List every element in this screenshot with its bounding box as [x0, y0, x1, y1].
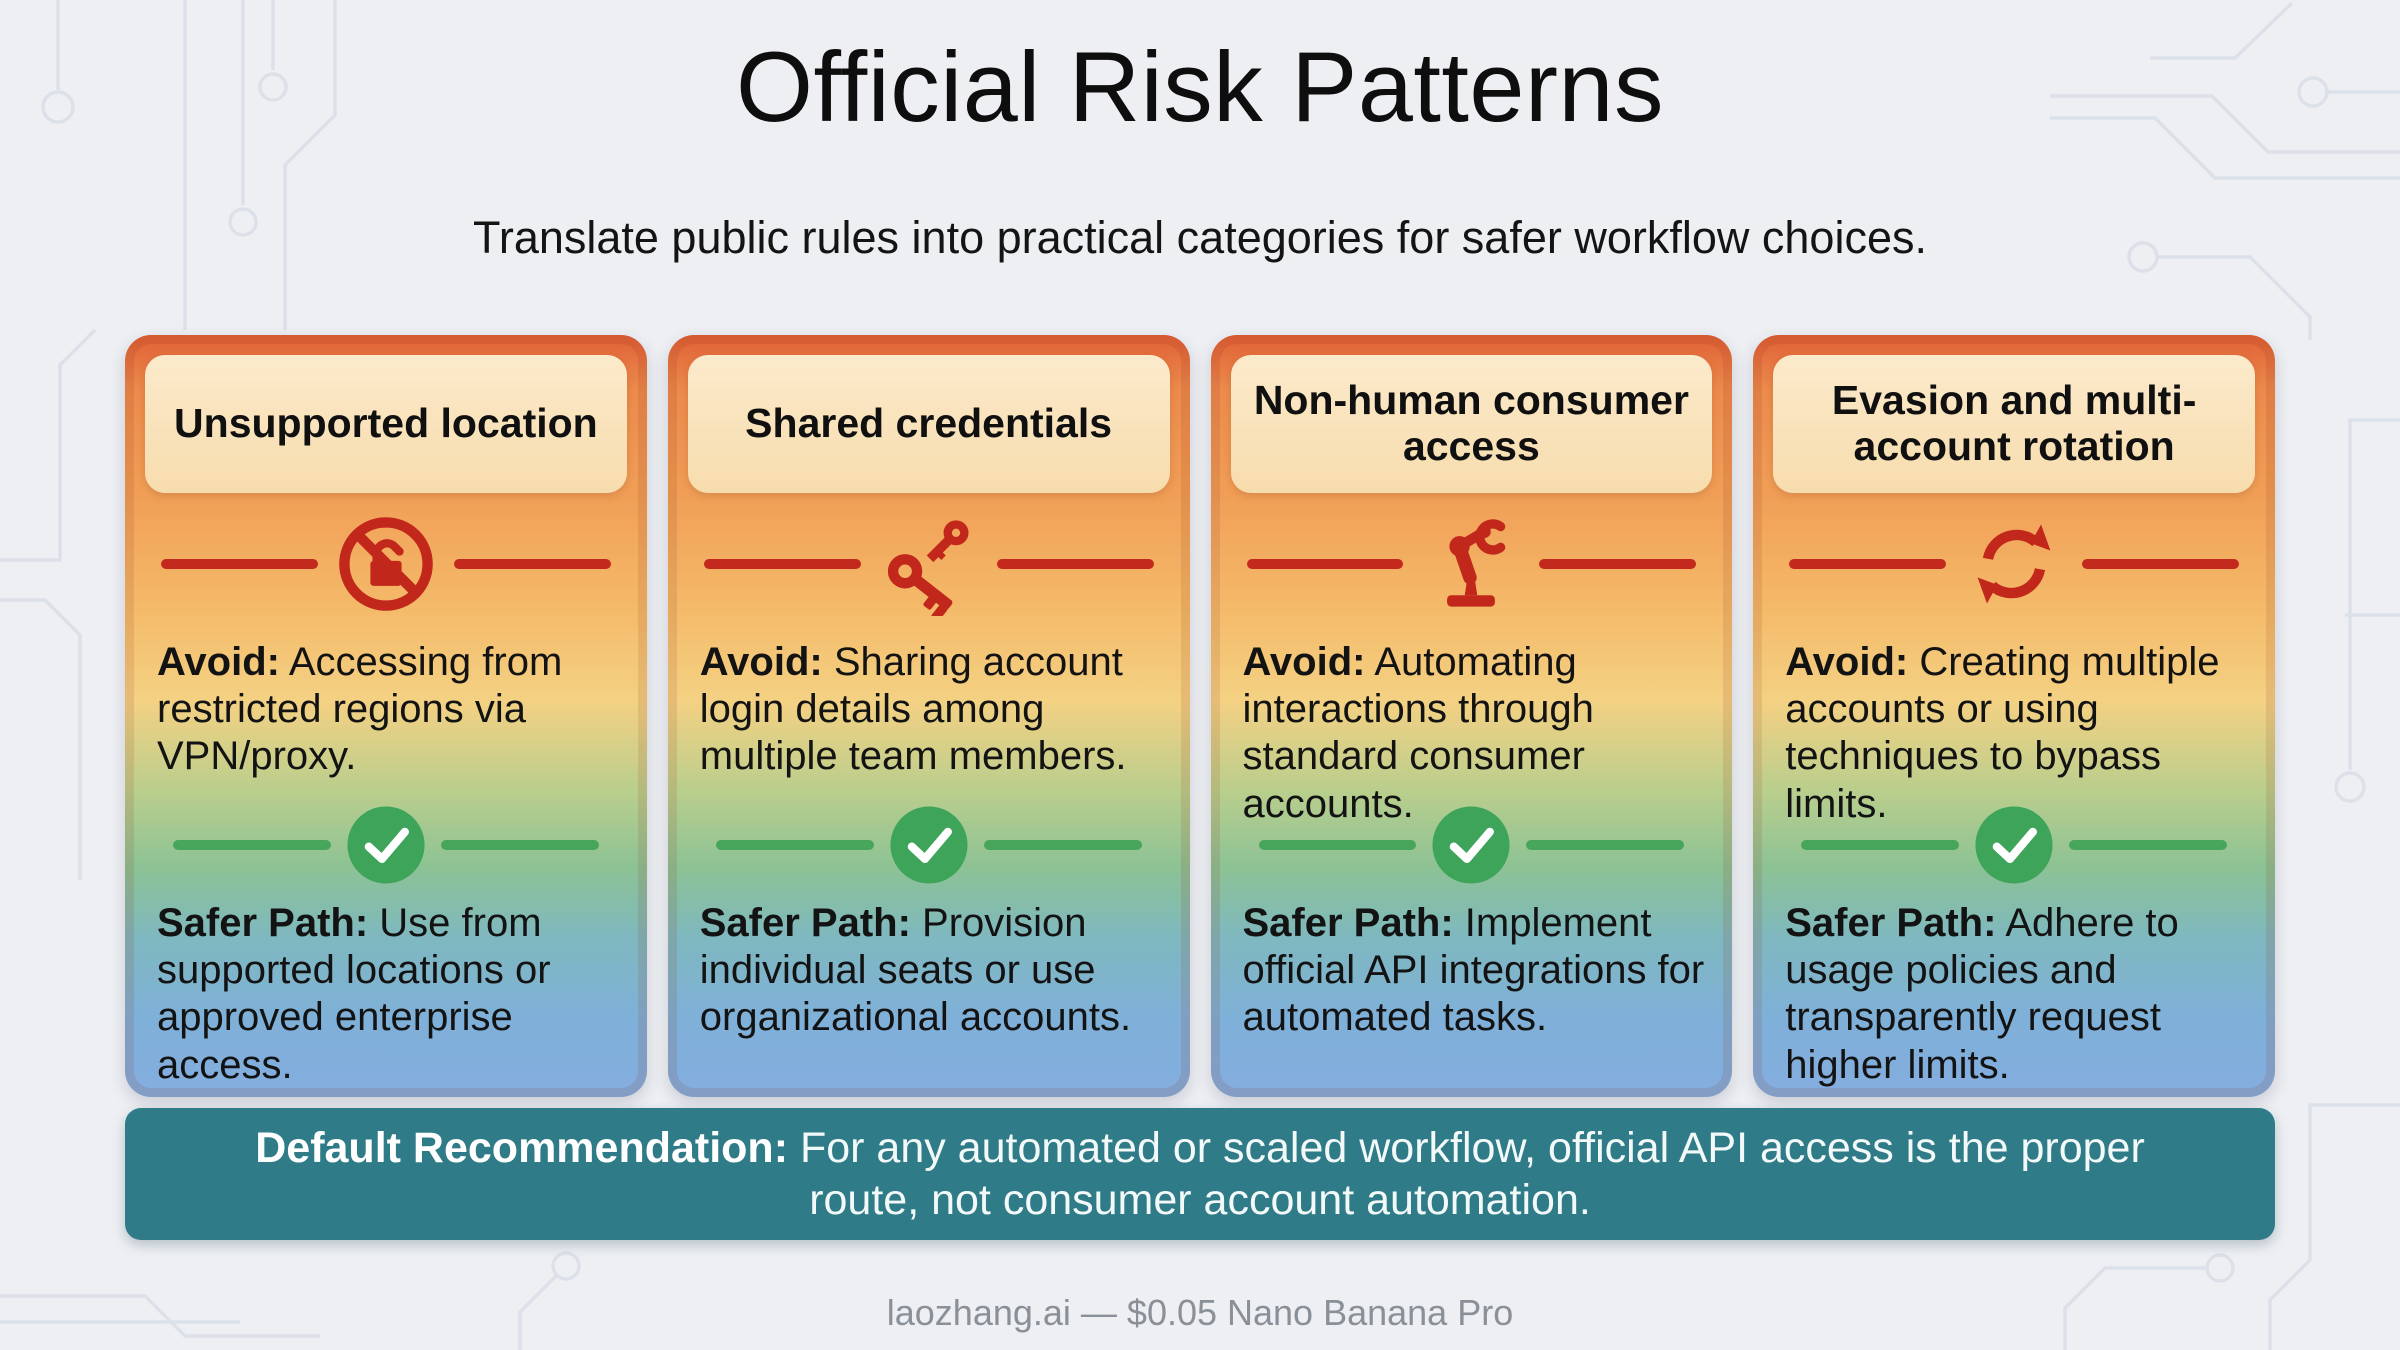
divider-line — [161, 559, 318, 569]
shared-keys-icon — [877, 512, 981, 616]
risk-cards-row: Unsupported location Avoid: Accessing fr… — [125, 335, 2275, 1097]
risk-card-shared-credentials: Shared credentials — [667, 335, 1190, 1097]
green-divider — [702, 803, 1156, 887]
divider-line — [440, 840, 599, 850]
safer-path-text: Safer Path: Provision individual seats o… — [699, 901, 1132, 1040]
divider-line — [1539, 559, 1697, 569]
divider-line — [1526, 840, 1685, 850]
check-circle-icon — [345, 804, 427, 886]
red-divider — [1231, 513, 1713, 615]
avoid-text: Avoid: Sharing account login details amo… — [699, 640, 1127, 779]
rotation-arrows-icon — [1962, 512, 2066, 616]
check-circle-icon — [888, 804, 970, 886]
divider-line — [1789, 559, 1947, 569]
card-title-chip: Unsupported location — [145, 355, 627, 493]
card-title-chip: Non-human consumer access — [1230, 355, 1713, 493]
prohibited-lock-icon — [334, 512, 438, 616]
divider-line — [453, 559, 611, 569]
divider-line — [996, 559, 1154, 569]
card-title-chip: Shared credentials — [687, 355, 1170, 493]
avoid-text: Avoid: Automating interactions through s… — [1242, 640, 1594, 826]
green-divider — [159, 803, 613, 887]
divider-line — [1258, 840, 1417, 850]
check-circle-icon — [1973, 804, 2055, 886]
robot-arm-icon — [1419, 512, 1523, 616]
page-title: Official Risk Patterns — [736, 31, 1664, 142]
red-divider — [1773, 513, 2255, 615]
recommendation-banner: Default Recommendation: For any automate… — [125, 1108, 2275, 1240]
safer-path-text: Safer Path: Adhere to usage policies and… — [1785, 901, 2179, 1087]
green-divider — [1787, 803, 2241, 887]
divider-line — [715, 840, 874, 850]
divider-line — [173, 840, 331, 850]
divider-line — [703, 559, 861, 569]
card-title-chip: Evasion and multi-account rotation — [1773, 355, 2255, 493]
risk-card-unsupported-location: Unsupported location Avoid: Accessing fr… — [125, 335, 647, 1097]
footer-credit: laozhang.ai — $0.05 Nano Banana Pro — [886, 1292, 1514, 1333]
green-divider — [1245, 803, 1699, 887]
divider-line — [1801, 840, 1960, 850]
divider-line — [1246, 559, 1404, 569]
divider-line — [983, 840, 1142, 850]
page-subtitle: Translate public rules into practical ca… — [473, 212, 1927, 263]
safer-path-text: Safer Path: Implement official API integ… — [1242, 901, 1705, 1040]
red-divider — [145, 513, 627, 615]
divider-line — [2082, 559, 2239, 569]
risk-card-evasion-rotation: Evasion and multi-account rotation Avoid… — [1753, 335, 2275, 1097]
recommendation-text: Default Recommendation: For any automate… — [255, 1123, 2145, 1224]
divider-line — [2069, 840, 2227, 850]
safer-path-text: Safer Path: Use from supported locations… — [157, 901, 551, 1087]
check-circle-icon — [1430, 804, 1512, 886]
risk-card-non-human-access: Non-human consumer access — [1210, 335, 1733, 1097]
red-divider — [688, 512, 1170, 616]
avoid-text: Avoid: Accessing from restricted regions… — [157, 640, 563, 779]
avoid-text: Avoid: Creating multiple accounts or usi… — [1785, 640, 2220, 826]
